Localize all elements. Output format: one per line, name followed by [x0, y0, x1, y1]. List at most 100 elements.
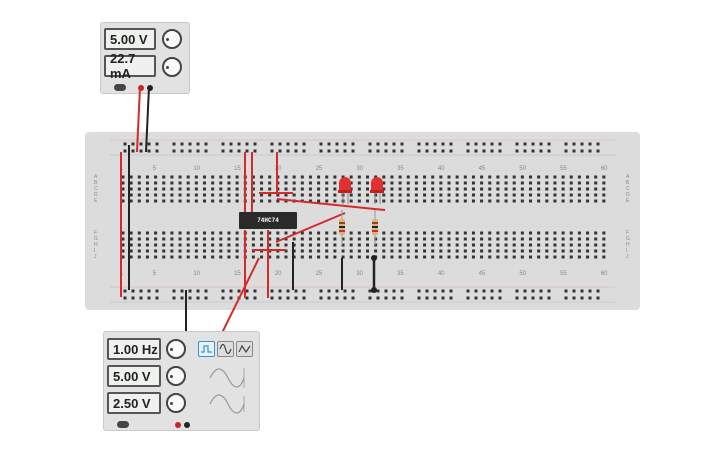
breadboard-hole[interactable]: [308, 175, 312, 179]
breadboard-hole[interactable]: [308, 199, 312, 203]
breadboard-hole[interactable]: [594, 175, 598, 179]
breadboard-hole[interactable]: [482, 289, 486, 293]
breadboard-hole[interactable]: [245, 142, 249, 146]
breadboard-hole[interactable]: [496, 181, 500, 185]
breadboard-hole[interactable]: [390, 187, 394, 191]
breadboard-hole[interactable]: [406, 231, 410, 235]
breadboard-hole[interactable]: [545, 237, 549, 241]
breadboard-hole[interactable]: [390, 237, 394, 241]
breadboard-hole[interactable]: [204, 149, 208, 153]
breadboard-hole[interactable]: [196, 149, 200, 153]
breadboard-hole[interactable]: [325, 231, 329, 235]
breadboard-hole[interactable]: [431, 199, 435, 203]
breadboard-hole[interactable]: [235, 249, 239, 253]
breadboard-hole[interactable]: [245, 149, 249, 153]
breadboard-hole[interactable]: [374, 249, 378, 253]
breadboard-hole[interactable]: [561, 255, 565, 259]
breadboard-hole[interactable]: [447, 199, 451, 203]
breadboard-hole[interactable]: [188, 149, 192, 153]
breadboard-hole[interactable]: [471, 199, 475, 203]
negative-terminal[interactable]: [147, 85, 153, 91]
breadboard-hole[interactable]: [382, 181, 386, 185]
breadboard-hole[interactable]: [172, 289, 176, 293]
breadboard-hole[interactable]: [580, 289, 584, 293]
breadboard-hole[interactable]: [221, 149, 225, 153]
breadboard-hole[interactable]: [145, 231, 149, 235]
breadboard-hole[interactable]: [268, 255, 272, 259]
breadboard-hole[interactable]: [155, 289, 159, 293]
breadboard-hole[interactable]: [349, 255, 353, 259]
breadboard-hole[interactable]: [588, 289, 592, 293]
breadboard-hole[interactable]: [317, 175, 321, 179]
breadboard-hole[interactable]: [260, 193, 264, 197]
breadboard-hole[interactable]: [170, 231, 174, 235]
breadboard-hole[interactable]: [270, 289, 274, 293]
breadboard-hole[interactable]: [357, 243, 361, 247]
breadboard-hole[interactable]: [376, 296, 380, 300]
breadboard-hole[interactable]: [178, 249, 182, 253]
breadboard-hole[interactable]: [569, 187, 573, 191]
breadboard-hole[interactable]: [366, 249, 369, 253]
breadboard-hole[interactable]: [188, 142, 192, 146]
breadboard-hole[interactable]: [300, 237, 304, 241]
breadboard-hole[interactable]: [170, 237, 174, 241]
breadboard-hole[interactable]: [147, 142, 151, 146]
breadboard-hole[interactable]: [504, 175, 508, 179]
breadboard-hole[interactable]: [537, 199, 541, 203]
breadboard-hole[interactable]: [490, 142, 494, 146]
breadboard-hole[interactable]: [221, 296, 225, 300]
breadboard-hole[interactable]: [139, 296, 143, 300]
breadboard-hole[interactable]: [569, 249, 573, 253]
breadboard-hole[interactable]: [327, 149, 331, 153]
breadboard-hole[interactable]: [343, 296, 347, 300]
breadboard-hole[interactable]: [545, 181, 549, 185]
breadboard-hole[interactable]: [374, 199, 378, 203]
breadboard-hole[interactable]: [341, 249, 345, 253]
breadboard-hole[interactable]: [496, 193, 500, 197]
breadboard-hole[interactable]: [194, 175, 198, 179]
breadboard-hole[interactable]: [221, 289, 225, 293]
breadboard-hole[interactable]: [545, 249, 549, 253]
breadboard-hole[interactable]: [154, 187, 158, 191]
breadboard-hole[interactable]: [145, 255, 149, 259]
breadboard-hole[interactable]: [602, 255, 606, 259]
breadboard-hole[interactable]: [496, 237, 500, 241]
breadboard-hole[interactable]: [602, 243, 606, 247]
breadboard-hole[interactable]: [333, 243, 337, 247]
breadboard-hole[interactable]: [547, 142, 551, 146]
breadboard-hole[interactable]: [349, 237, 353, 241]
breadboard-hole[interactable]: [577, 187, 581, 191]
breadboard-hole[interactable]: [129, 187, 133, 191]
breadboard-hole[interactable]: [325, 193, 329, 197]
breadboard-hole[interactable]: [325, 181, 329, 185]
breadboard-hole[interactable]: [180, 289, 184, 293]
breadboard-hole[interactable]: [561, 249, 565, 253]
breadboard-hole[interactable]: [602, 175, 606, 179]
breadboard-hole[interactable]: [357, 193, 361, 197]
breadboard-hole[interactable]: [235, 255, 239, 259]
breadboard-hole[interactable]: [319, 142, 323, 146]
breadboard-hole[interactable]: [219, 243, 223, 247]
breadboard-hole[interactable]: [398, 231, 402, 235]
breadboard-hole[interactable]: [545, 187, 549, 191]
breadboard-hole[interactable]: [294, 149, 298, 153]
breadboard-hole[interactable]: [178, 181, 182, 185]
breadboard-hole[interactable]: [123, 142, 127, 146]
breadboard-hole[interactable]: [335, 296, 339, 300]
breadboard-hole[interactable]: [308, 249, 312, 253]
breadboard-hole[interactable]: [317, 181, 321, 185]
breadboard-hole[interactable]: [447, 243, 451, 247]
breadboard-hole[interactable]: [577, 255, 581, 259]
breadboard-hole[interactable]: [366, 243, 369, 247]
breadboard-hole[interactable]: [300, 231, 304, 235]
breadboard-hole[interactable]: [227, 243, 231, 247]
breadboard-hole[interactable]: [602, 249, 606, 253]
breadboard-hole[interactable]: [463, 193, 467, 197]
breadboard-hole[interactable]: [368, 289, 372, 293]
breadboard-hole[interactable]: [180, 149, 184, 153]
breadboard-hole[interactable]: [137, 231, 141, 235]
breadboard-hole[interactable]: [569, 243, 573, 247]
breadboard-hole[interactable]: [203, 231, 206, 235]
breadboard-hole[interactable]: [162, 243, 166, 247]
breadboard-hole[interactable]: [121, 193, 125, 197]
